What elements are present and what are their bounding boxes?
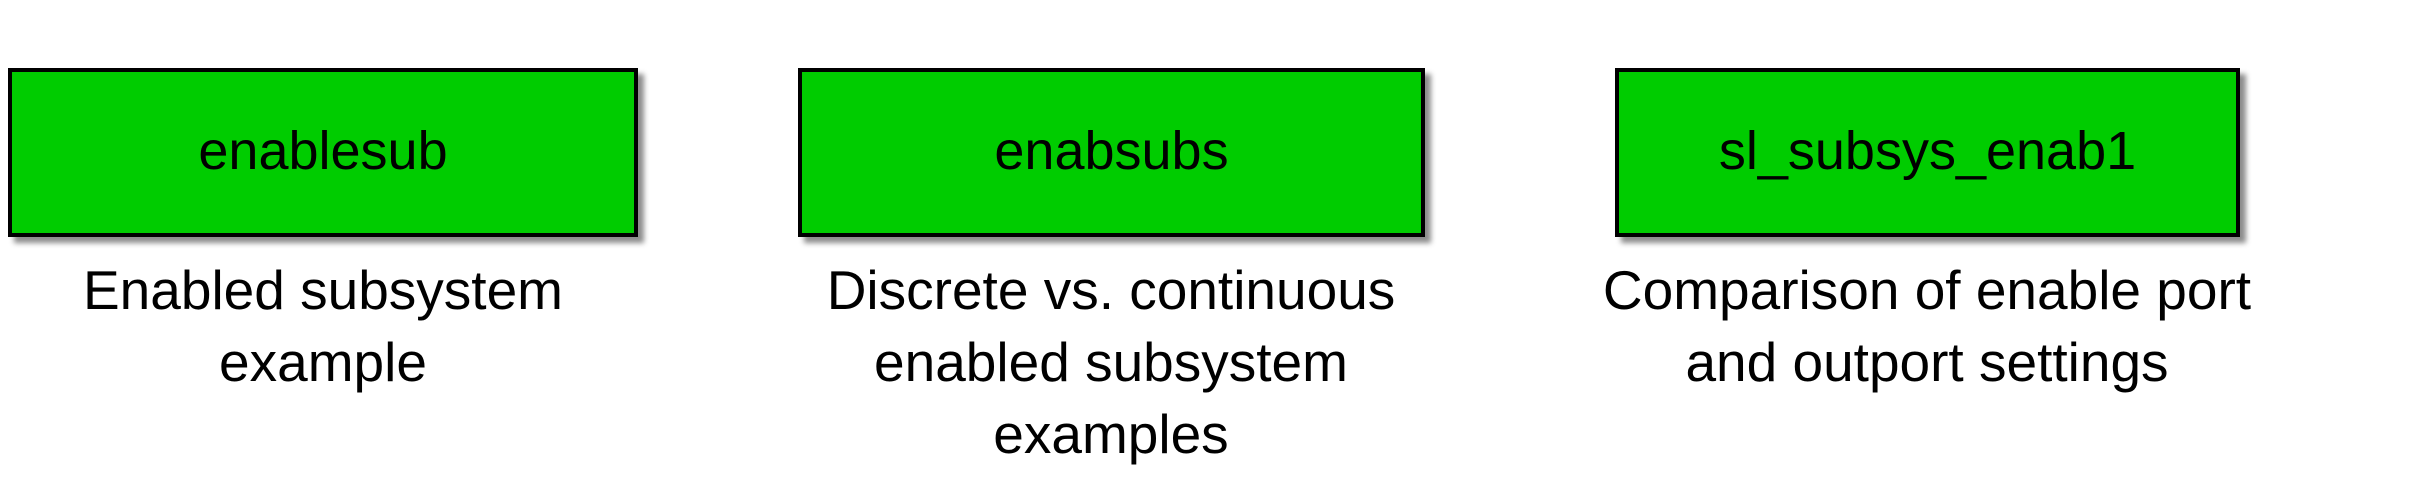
block-label: enablesub — [198, 120, 448, 181]
subsystem-block-sl-subsys-enab1[interactable]: sl_subsys_enab1 — [1615, 68, 2240, 237]
block-label: enabsubs — [994, 120, 1229, 181]
block-description: Discrete vs. continuous enabled subsyste… — [826, 259, 1396, 465]
block-description: Enabled subsystem example — [83, 259, 563, 393]
subsystem-block-enabsubs[interactable]: enabsubs — [798, 68, 1425, 237]
block-description: Comparison of enable port and outport se… — [1602, 259, 2252, 393]
block-label: sl_subsys_enab1 — [1718, 120, 2137, 181]
subsystem-block-enablesub[interactable]: enablesub — [8, 68, 638, 237]
